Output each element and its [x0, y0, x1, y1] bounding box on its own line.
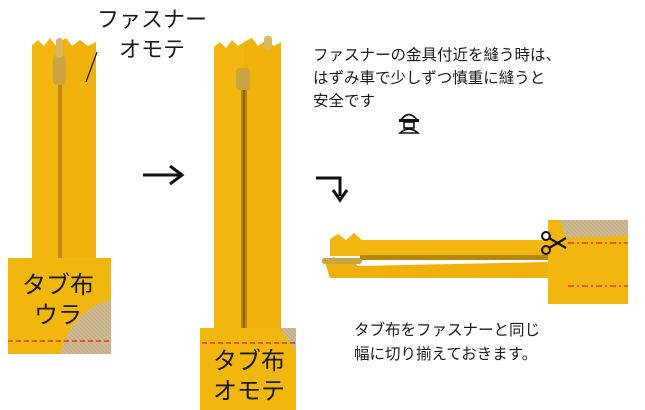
zipper-back — [8, 38, 111, 354]
label-tab-back-line1: タブ布 — [22, 271, 94, 299]
scissors-icon — [541, 231, 567, 255]
zipper-front — [200, 36, 296, 410]
helmet-worker-icon — [397, 113, 421, 134]
note-sewing-tip-line1: ファスナーの金具付近を縫う時は、 — [313, 46, 562, 64]
note-trim-line2: 幅に切り揃えておきます。 — [354, 345, 538, 363]
label-zipper-front-line1: ファスナー — [97, 8, 208, 33]
note-sewing-tip-line2: はずみ車で少しずつ慎重に縫うと — [313, 69, 546, 87]
label-tab-front-line2: オモテ — [213, 377, 285, 405]
note-trim-line1: タブ布をファスナーと同じ — [354, 321, 541, 339]
right-arrow-icon — [143, 164, 185, 186]
leader-line-front — [85, 51, 98, 83]
note-sewing-tip-line3: 安全です — [313, 92, 376, 110]
tab-front — [200, 328, 296, 410]
turn-down-arrow-icon — [316, 176, 349, 203]
label-zipper-front-line2: オモテ — [119, 38, 186, 63]
label-tab-front-line1: タブ布 — [213, 347, 285, 375]
label-tab-back-line2: ウラ — [34, 301, 82, 329]
zipper-horizontal — [322, 220, 628, 304]
